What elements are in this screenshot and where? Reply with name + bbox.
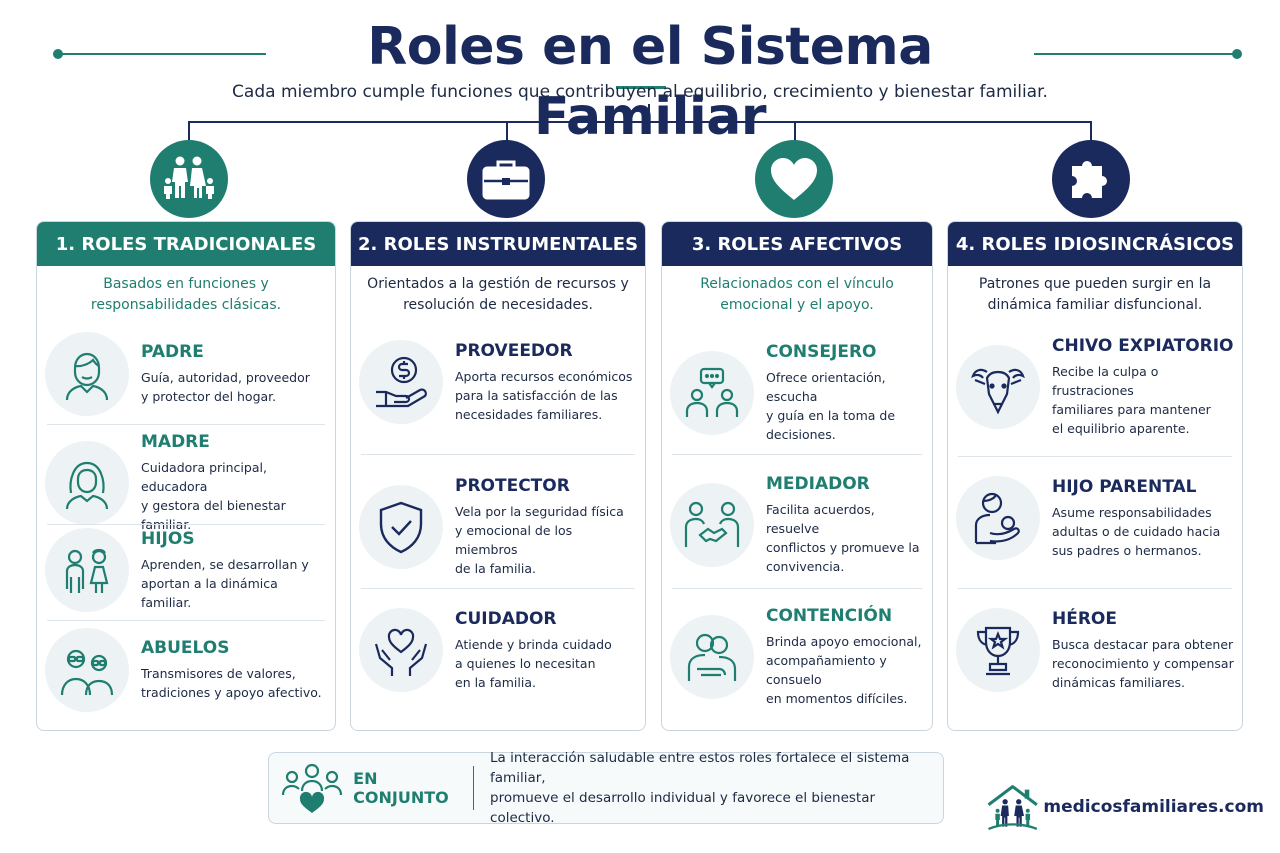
role-mediador: MEDIADOR Facilita acuerdos, resuelve con… bbox=[670, 474, 924, 576]
footer-text: La interacción saludable entre estos rol… bbox=[490, 750, 910, 826]
goat-icon bbox=[956, 345, 1040, 429]
role-name: PADRE bbox=[141, 342, 204, 362]
connector-col-4 bbox=[1090, 121, 1092, 143]
role-name: CHIVO EXPIATORIO bbox=[1052, 336, 1234, 356]
connector-col-1 bbox=[188, 121, 190, 143]
footer-summary: EN CONJUNTO La interacción saludable ent… bbox=[268, 750, 944, 826]
role-description: Atiende y brinda cuidado a quienes lo ne… bbox=[455, 636, 612, 690]
role-name: CONTENCIÓN bbox=[766, 606, 893, 626]
card-description: Patrones que pueden surgir en la dinámic… bbox=[978, 276, 1212, 313]
role-name: HÉROE bbox=[1052, 608, 1117, 629]
page-title: Roles en el Sistema Familiar bbox=[367, 17, 933, 147]
role-name: HIJOS bbox=[141, 528, 195, 549]
role-description: Aprenden, se desarrollan y aportan a la … bbox=[141, 556, 309, 610]
card-roles-idiosincrasicos: 4. ROLES IDIOSINCRÁSICOS Patrones que pu… bbox=[947, 221, 1243, 731]
role-abuelos: ABUELOS Transmisores de valores, tradici… bbox=[45, 628, 327, 712]
card-title: 1. ROLES TRADICIONALES bbox=[37, 222, 335, 266]
hug-icon bbox=[670, 615, 754, 699]
family-icon bbox=[150, 140, 228, 218]
card-title: 2. ROLES INSTRUMENTALES bbox=[351, 222, 645, 266]
card-roles-instrumentales: 2. ROLES INSTRUMENTALES Orientados a la … bbox=[350, 221, 646, 731]
role-name: MADRE bbox=[141, 432, 210, 452]
brand-name: medicosfamiliares.com bbox=[1043, 797, 1264, 817]
role-description: Ofrece orientación, escucha y guía en la… bbox=[766, 370, 896, 442]
role-description: Vela por la seguridad física y emocional… bbox=[455, 504, 624, 576]
role-description: Facilita acuerdos, resuelve conflictos y… bbox=[766, 502, 920, 574]
role-hijo-parental: HIJO PARENTAL Asume responsabilidades ad… bbox=[956, 476, 1234, 560]
role-consejero: CONSEJERO Ofrece orientación, escucha y … bbox=[670, 342, 924, 444]
role-description: Transmisores de valores, tradiciones y a… bbox=[141, 666, 322, 700]
shield-icon bbox=[359, 485, 443, 569]
role-name: CUIDADOR bbox=[455, 608, 557, 629]
connector-horizontal bbox=[188, 121, 1092, 123]
divider bbox=[361, 454, 635, 455]
role-hijos: HIJOS Aprenden, se desarrollan y aportan… bbox=[45, 528, 327, 612]
divider bbox=[361, 588, 635, 589]
title-row: Roles en el Sistema Familiar bbox=[0, 12, 1280, 147]
divider bbox=[47, 524, 325, 525]
title-line-right bbox=[1034, 53, 1236, 55]
role-contencion: CONTENCIÓN Brinda apoyo emocional, acomp… bbox=[670, 606, 924, 708]
chat-people-icon bbox=[670, 351, 754, 435]
connector-mid bbox=[648, 104, 650, 122]
puzzle-icon bbox=[1052, 140, 1130, 218]
role-name: PROTECTOR bbox=[455, 476, 570, 496]
role-description: Cuidadora principal, educadora y gestora… bbox=[141, 460, 286, 532]
heart-hands-icon bbox=[359, 608, 443, 692]
title-dot-right bbox=[1232, 49, 1242, 59]
handshake-icon bbox=[670, 483, 754, 567]
card-roles-tradicionales: 1. ROLES TRADICIONALES Basados en funcio… bbox=[36, 221, 336, 731]
role-heroe: HÉROE Busca destacar para obtener recono… bbox=[956, 608, 1234, 692]
role-description: Asume responsabilidades adultas o de cui… bbox=[1052, 504, 1221, 558]
card-title: 4. ROLES IDIOSINCRÁSICOS bbox=[948, 222, 1242, 266]
role-name: CONSEJERO bbox=[766, 342, 877, 362]
role-description: Brinda apoyo emocional, acompañamiento y… bbox=[766, 634, 922, 706]
grandparents-icon bbox=[45, 628, 129, 712]
divider bbox=[672, 454, 922, 455]
divider bbox=[672, 588, 922, 589]
money-hand-icon bbox=[359, 340, 443, 424]
brand: medicosfamiliares.com bbox=[984, 774, 1264, 840]
divider bbox=[958, 456, 1232, 457]
children-icon bbox=[45, 528, 129, 612]
role-description: Busca destacar para obtener reconocimien… bbox=[1052, 636, 1234, 690]
card-description: Orientados a la gestión de recursos y re… bbox=[367, 276, 629, 313]
footer-divider bbox=[472, 766, 475, 810]
role-description: Aporta recursos económicos para la satis… bbox=[455, 368, 633, 422]
role-chivo-expiatorio: CHIVO EXPIATORIO Recibe la culpa o frust… bbox=[956, 336, 1234, 438]
father-icon bbox=[45, 332, 129, 416]
connector-col-2 bbox=[506, 121, 508, 143]
role-description: Recibe la culpa o frustraciones familiar… bbox=[1052, 364, 1211, 436]
group-heart-icon bbox=[279, 758, 345, 818]
role-description: Guía, autoridad, proveedor y protector d… bbox=[141, 370, 310, 404]
briefcase-icon bbox=[467, 140, 545, 218]
trophy-icon bbox=[956, 608, 1040, 692]
house-family-logo-icon bbox=[987, 785, 1038, 830]
card-title: 3. ROLES AFECTIVOS bbox=[662, 222, 932, 266]
footer-label: EN CONJUNTO bbox=[353, 769, 449, 807]
role-name: HIJO PARENTAL bbox=[1052, 476, 1197, 497]
card-roles-afectivos: 3. ROLES AFECTIVOS Relacionados con el v… bbox=[661, 221, 933, 731]
role-cuidador: CUIDADOR Atiende y brinda cuidado a quie… bbox=[359, 608, 637, 692]
role-protector: PROTECTOR Vela por la seguridad física y… bbox=[359, 476, 637, 578]
role-name: PROVEEDOR bbox=[455, 340, 573, 361]
parent-child-icon bbox=[956, 476, 1040, 560]
mother-icon bbox=[45, 441, 129, 525]
role-proveedor: PROVEEDOR Aporta recursos económicos par… bbox=[359, 340, 637, 424]
page-subtitle: Cada miembro cumple funciones que contri… bbox=[232, 82, 1048, 102]
card-description: Relacionados con el vínculo emocional y … bbox=[700, 276, 894, 313]
title-underline bbox=[616, 86, 666, 89]
divider bbox=[47, 424, 325, 425]
connector-col-3 bbox=[794, 121, 796, 143]
role-name: ABUELOS bbox=[141, 638, 230, 658]
title-line-left bbox=[58, 53, 266, 55]
role-madre: MADRE Cuidadora principal, educadora y g… bbox=[45, 432, 327, 534]
role-padre: PADRE Guía, autoridad, proveedor y prote… bbox=[45, 332, 327, 416]
role-name: MEDIADOR bbox=[766, 474, 870, 494]
divider bbox=[47, 620, 325, 621]
card-description: Basados en funciones y responsabilidades… bbox=[90, 276, 282, 313]
divider bbox=[958, 588, 1232, 589]
heart-icon bbox=[755, 140, 833, 218]
